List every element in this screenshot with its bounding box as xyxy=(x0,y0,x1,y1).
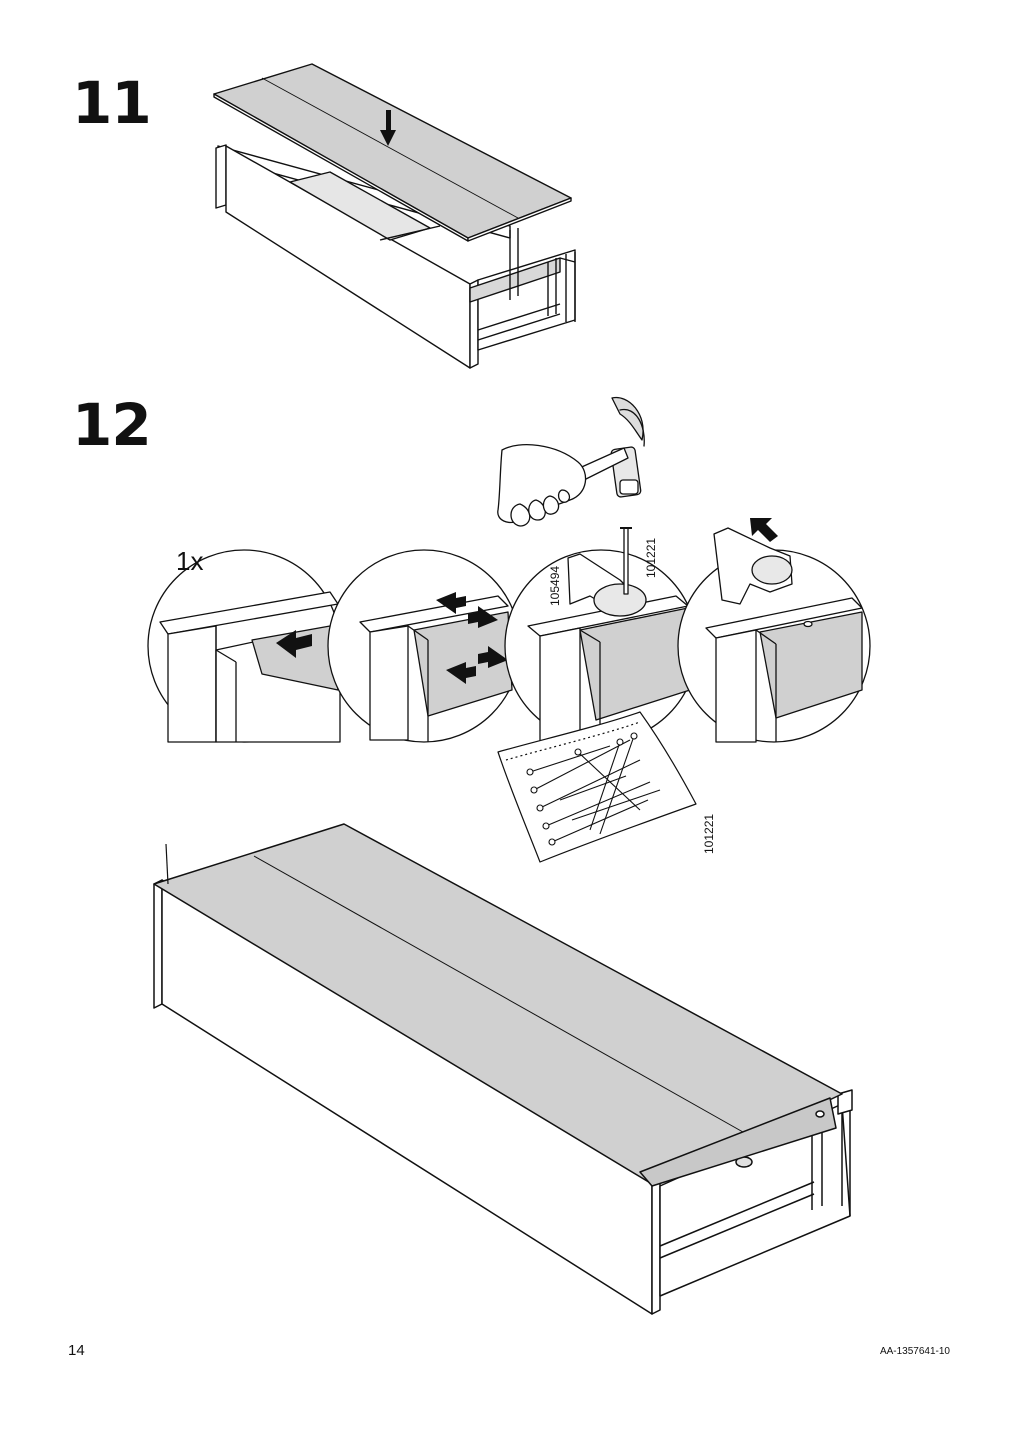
assembled-frame-illustration xyxy=(153,823,853,1315)
detail-circle-1 xyxy=(147,549,341,743)
page-number: 14 xyxy=(68,1342,85,1359)
left-arrow-icon xyxy=(276,630,312,658)
up-left-arrow-icon xyxy=(750,518,778,542)
detail-circle-2 xyxy=(327,549,521,743)
down-arrow-icon xyxy=(380,110,396,146)
step11-top-panel xyxy=(213,63,572,242)
pinch-arrows-icon xyxy=(436,592,508,684)
hammer-hand-icon xyxy=(497,396,645,527)
part-number-101221-tool: 101221 xyxy=(644,538,658,578)
nail-setter-removed xyxy=(713,527,793,605)
nails-bag xyxy=(497,711,697,863)
detail-circle-3 xyxy=(504,549,698,743)
nail-setter-tool xyxy=(567,527,647,617)
step-number-11: 11 xyxy=(72,69,152,137)
part-number-105494: 105494 xyxy=(548,566,562,606)
quantity-label: 1x xyxy=(176,546,203,576)
document-code: AA-1357641-10 xyxy=(879,1346,950,1357)
part-number-101221-bag: 101221 xyxy=(702,814,716,854)
step11-frame-illustration xyxy=(215,144,576,369)
step-number-12: 12 xyxy=(72,391,152,459)
